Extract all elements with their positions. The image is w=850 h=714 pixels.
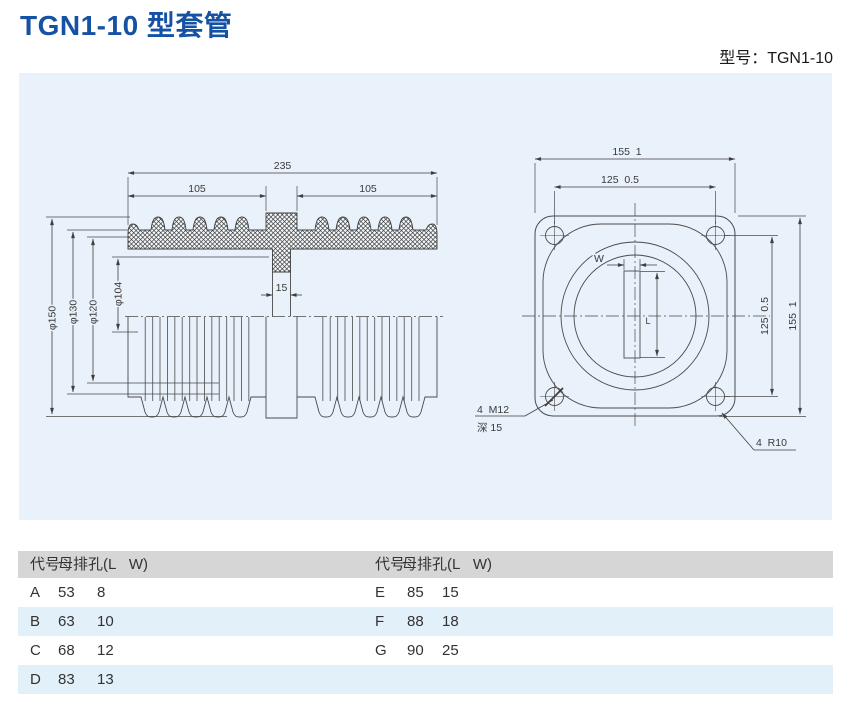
cell-code-2: G [375,642,387,659]
dim-dia-104: φ104 [113,282,125,306]
dim-left-shed: 105 [188,183,206,195]
cell-code: A [30,584,41,601]
table-row: A 53 8 E 85 15 [18,578,833,607]
page-title: TGN1-10 型套管 [20,10,233,41]
table-row: D 83 13 [18,665,833,694]
table-row: B 63 10 F 88 18 [18,607,833,636]
cell-code: C [30,642,41,659]
header-hole-2: 母排孔(L W) [402,556,492,573]
cell-l-2: 88 [407,613,424,630]
header-code: 代号 [30,556,61,573]
cell-l: 83 [58,671,75,688]
cell-w: 10 [97,613,114,630]
thread-note-line1: 4 M12 [477,404,509,416]
dim-outer-height: 155 1 [787,301,799,330]
cell-w-2: 15 [442,584,459,601]
technical-drawing: 235 105 105 15 φ150 φ130 φ120 φ104 [45,145,806,451]
model-label: 型号：TGN1-10 [719,50,833,67]
right-bellows-fins [317,317,424,401]
dim-hole-span-width: 125 0.5 [601,174,639,186]
shed-band-hatched [127,212,438,273]
dim-total-length: 235 [274,160,292,172]
slot-width-label: W [594,253,604,265]
left-bellows-fins [143,317,250,401]
cell-code: B [30,613,41,630]
dim-dia-150: φ150 [47,306,59,330]
cell-l: 63 [58,613,75,630]
dim-dia-130: φ130 [68,300,80,324]
cell-w: 13 [97,671,114,688]
dim-stem-width: 15 [276,282,288,294]
drawing-panel: 235 105 105 15 φ150 φ130 φ120 φ104 [19,73,832,520]
cell-l: 68 [58,642,75,659]
dim-hole-span-height: 125 0.5 [759,297,771,335]
body-outline [127,316,438,419]
cell-code-2: F [375,613,385,630]
dim-outer-width: 155 1 [612,146,641,158]
cell-w: 8 [97,584,106,601]
front-view: W L 155 1 125 0.5 125 0.5 155 1 4 M12 深 … [475,145,806,451]
cell-l-2: 90 [407,642,424,659]
thread-note-line2: 深 15 [477,422,502,434]
dim-right-shed: 105 [359,183,377,195]
header-hole: 母排孔(L W) [58,556,148,573]
header-code-2: 代号 [375,556,406,573]
side-view: 235 105 105 15 φ150 φ130 φ120 φ104 [45,159,443,419]
busbar-hole-table: 代号 母排孔(L W) 代号 母排孔(L W) A 53 8 E 85 15 B… [18,551,833,694]
cell-l-2: 85 [407,584,424,601]
cell-w-2: 25 [442,642,459,659]
table-header: 代号 母排孔(L W) 代号 母排孔(L W) [18,551,833,578]
dim-dia-120: φ120 [88,300,100,324]
cell-l: 53 [58,584,75,601]
table-row: C 68 12 G 90 25 [18,636,833,665]
corner-radius-note: 4 R10 [756,437,787,449]
cell-w: 12 [97,642,114,659]
slot-length-label: L [645,316,650,326]
cell-w-2: 18 [442,613,459,630]
cell-code: D [30,671,41,688]
cell-code-2: E [375,584,386,601]
busbar-slot [623,270,641,359]
